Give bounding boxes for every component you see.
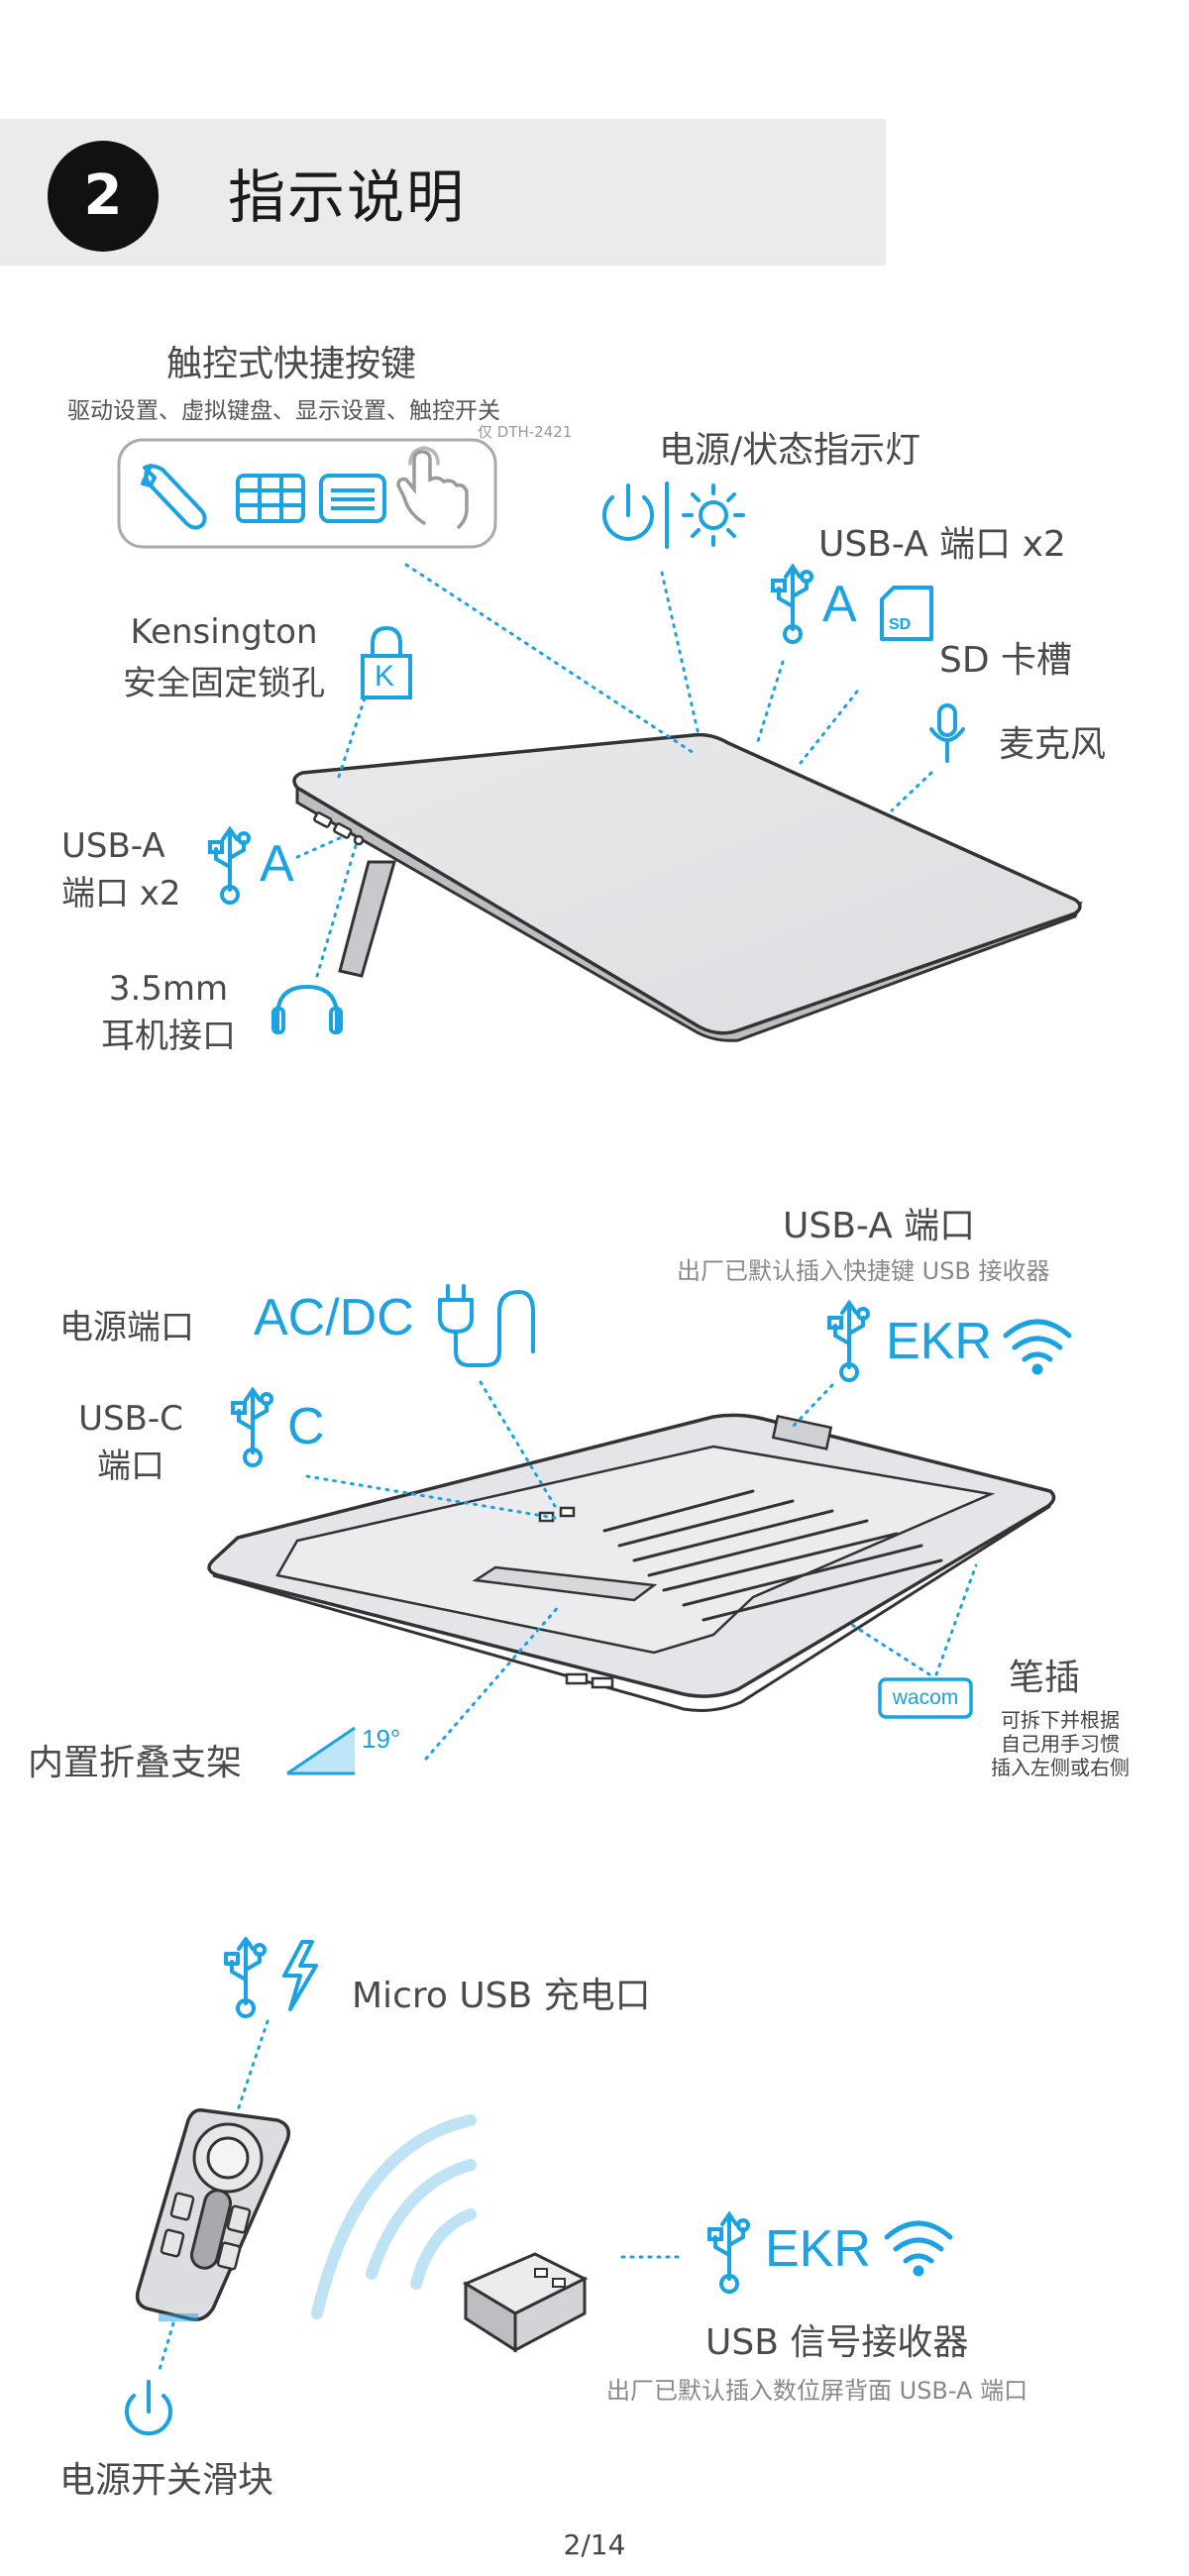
touch-keys-subtitle: 驱动设置、虚拟键盘、显示设置、触控开关: [67, 398, 500, 424]
usb-c-label-line2: 端口: [97, 1447, 164, 1486]
tablet-front-illustration: [292, 732, 1083, 1042]
pen-holder-label: 笔插: [1009, 1658, 1081, 1698]
touch-keys-panel: [117, 438, 497, 549]
kensington-lock-letter: K: [375, 660, 395, 693]
pen-holder-note-line3: 插入左侧或右侧: [991, 1756, 1130, 1779]
pen-holder-note-line1: 可拆下并根据: [1001, 1708, 1120, 1732]
ekr-text-receiver: EKR: [765, 2220, 871, 2278]
pen-holder-note-line2: 自己用手习惯: [1001, 1732, 1120, 1756]
usb-c-letter: C: [287, 1398, 325, 1455]
kensington-lock-icon: [361, 625, 412, 699]
step-number-badge: 2: [48, 141, 159, 252]
usb-a-left-letter: A: [260, 835, 294, 893]
microphone-label: 麦克风: [999, 724, 1107, 765]
page-title: 指示说明: [228, 163, 467, 231]
leader-lines-section3: [157, 2019, 686, 2375]
microphone-icon: [929, 703, 965, 763]
hand-touch-icon: [396, 446, 469, 529]
usb-icon-ekr-receiver: [707, 2210, 750, 2294]
power-icon: [602, 483, 654, 541]
pen-holder-note: 可拆下并根据 自己用手习惯 插入左侧或右侧: [966, 1708, 1154, 1779]
usb-icon-micro: [224, 1937, 267, 2018]
usb-c-label-line1: USB-C: [78, 1399, 183, 1439]
leader-lines-section2: [305, 1380, 978, 1761]
display-icon: [319, 474, 386, 523]
stand-angle-text: 19°: [362, 1724, 401, 1754]
stand-angle-icon: [286, 1726, 356, 1775]
usb-icon-left: [208, 825, 251, 905]
receiver-label: USB 信号接收器: [705, 2322, 969, 2363]
wireless-icon-receiver: [884, 2220, 953, 2277]
micro-usb-label: Micro USB 充电口: [352, 1976, 651, 2016]
ac-dc-text: AC/DC: [254, 1289, 414, 1346]
sd-slot-label: SD 卡槽: [939, 640, 1073, 681]
page-number: 2/14: [563, 2528, 626, 2561]
ekr-text-back: EKR: [886, 1313, 992, 1370]
power-status-label: 电源/状态指示灯: [659, 430, 921, 471]
usb-a-left-label-line1: USB-A: [61, 826, 165, 866]
wireless-waves: [311, 2114, 477, 2319]
headphone-icon: [271, 984, 343, 1034]
sd-card-text: SD: [889, 616, 912, 633]
power-plug-icon: [438, 1284, 535, 1367]
usb-a-top-letter: A: [822, 576, 857, 633]
expresskey-remote-illustration: [135, 2107, 290, 2321]
kensington-label-line1: Kensington: [130, 612, 318, 652]
power-switch-label: 电源开关滑块: [59, 2460, 274, 2501]
receiver-note: 出厂已默认插入数位屏背面 USB-A 端口: [606, 2377, 1028, 2405]
audio-jack-label-line2: 耳机接口: [101, 1017, 236, 1056]
kensington-label-line2: 安全固定锁孔: [123, 664, 325, 703]
tablet-back-illustration: [207, 1413, 1056, 1712]
wrench-icon: [141, 464, 207, 530]
leader-lines-section1: [295, 563, 933, 978]
usb-a-port-label: USB-A 端口: [783, 1206, 976, 1246]
usb-icon-ekr-back: [827, 1299, 870, 1382]
touch-keys-model-note: 仅 DTH-2421: [478, 423, 573, 441]
usb-a-left-label-line2: 端口 x2: [61, 874, 181, 913]
grid-keyboard-icon: [236, 474, 305, 523]
wacom-brand-text: wacom: [892, 1686, 959, 1709]
stand-label: 内置折叠支架: [28, 1743, 243, 1783]
power-switch-icon: [125, 2380, 172, 2436]
wireless-icon: [1003, 1319, 1072, 1375]
usb-icon-top: [771, 563, 813, 644]
usb-icon-c: [231, 1386, 273, 1467]
wacom-badge: [878, 1677, 973, 1719]
brightness-icon: [682, 483, 745, 547]
usb-a-port-note: 出厂已默认插入快捷键 USB 接收器: [677, 1257, 1050, 1285]
sd-card-icon: [880, 586, 933, 641]
power-status-icons: [602, 482, 745, 549]
lightning-icon: [282, 1940, 318, 2011]
usb-charge-icons: [224, 1937, 318, 2018]
audio-jack-label-line1: 3.5mm: [108, 969, 229, 1009]
usb-receiver-illustration: [462, 2252, 589, 2353]
usb-a-top-label: USB-A 端口 x2: [818, 524, 1066, 565]
touch-keys-title: 触控式快捷按键: [166, 344, 417, 384]
power-port-label: 电源端口: [59, 1308, 194, 1347]
